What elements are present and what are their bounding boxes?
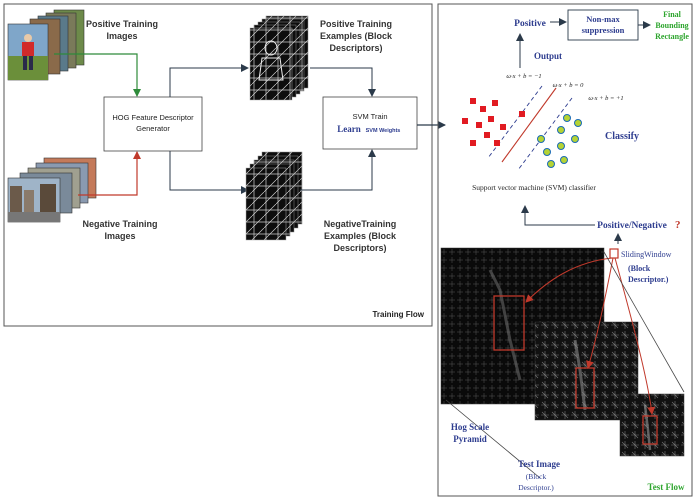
negative-to-hog-arrow	[78, 151, 141, 196]
point-pos-8	[547, 160, 555, 168]
point-pos-3	[557, 126, 565, 134]
negative-examples-label-1: NegativeTraining	[324, 219, 397, 229]
sliding-window-icon	[609, 248, 619, 259]
negative-images-stack	[7, 157, 97, 223]
svm-train-box	[322, 96, 418, 150]
pyramid-small-window	[642, 415, 658, 445]
positive-label: Positive	[514, 19, 546, 29]
nonmax-label-2: suppression	[582, 25, 625, 35]
pyramid-line-left	[445, 399, 541, 479]
sliding-window-label: SlidingWindow	[621, 250, 672, 259]
positive-images-stack	[7, 9, 85, 81]
positive-examples-stack	[249, 15, 309, 101]
positive-class-points	[537, 114, 582, 168]
positive-images-label-1: Positive Training	[86, 19, 158, 29]
point-neg-5	[476, 122, 482, 128]
svm-train-label: SVM Train	[352, 112, 387, 121]
final-label-2: Bounding	[655, 21, 688, 30]
window-arrow-medium	[586, 257, 614, 369]
nonmax-label-1: Non-max	[586, 14, 620, 24]
negative-class-points	[462, 98, 525, 146]
test-image-label: Test Image	[518, 459, 560, 469]
point-pos-1	[563, 114, 571, 122]
point-neg-3	[492, 100, 498, 106]
pyramid-large-window	[493, 295, 525, 351]
point-neg-4	[462, 118, 468, 124]
point-neg-9	[470, 140, 476, 146]
point-neg-6	[488, 116, 494, 122]
point-pos-6	[543, 148, 551, 156]
decision-to-classifier-arrow	[521, 205, 595, 226]
sliding-window-block-2: Descriptor.)	[628, 275, 669, 284]
training-flow-panel	[3, 3, 433, 327]
hog-to-positive-examples-arrow	[169, 64, 249, 97]
negative-images-label-1: Negative Training	[82, 219, 157, 229]
test-image-block-1: (Block	[526, 472, 547, 481]
svm-weights-label: SVM Weights	[366, 128, 401, 134]
hog-generator-label-1: HOG Feature Descriptor	[112, 113, 194, 122]
positive-images-label-2: Images	[106, 31, 137, 41]
svm-learn-label: Learn	[337, 124, 361, 134]
negative-examples-label-3: Descriptors)	[333, 243, 386, 253]
point-pos-9	[537, 135, 545, 143]
point-pos-4	[571, 135, 579, 143]
equation-plus: ω·x + b = +1	[588, 95, 623, 102]
positive-examples-label-3: Descriptors)	[329, 43, 382, 53]
point-pos-5	[557, 142, 565, 150]
pyramid-medium-window	[575, 367, 595, 409]
hog-pyramid-label-2: Pyramid	[453, 434, 487, 444]
classify-label: Classify	[605, 131, 639, 142]
margin-line-plus	[517, 97, 573, 171]
final-label-3: Rectangle	[655, 32, 689, 41]
point-pos-7	[560, 156, 568, 164]
positive-to-hog-arrow	[54, 53, 141, 97]
window-arrow-small	[614, 257, 656, 415]
negative-examples-to-svm-arrow	[300, 149, 376, 191]
point-neg-7	[500, 124, 506, 130]
pyramid-line-right	[603, 251, 685, 393]
question-mark: ?	[675, 219, 681, 231]
test-flow-panel	[437, 3, 693, 497]
point-pos-2	[574, 119, 582, 127]
point-neg-2	[480, 106, 486, 112]
negative-images-label-2: Images	[104, 231, 135, 241]
negative-examples-label-2: Examples (Block	[324, 231, 397, 241]
point-neg-1	[470, 98, 476, 104]
svm-classifier-caption: Support vector machine (SVM) classifier	[472, 183, 596, 192]
hog-pyramid-small	[619, 393, 685, 457]
equation-zero: ω·x + b = 0	[553, 82, 585, 89]
training-flow-label: Training Flow	[372, 310, 424, 319]
sliding-window-block-1: (Block	[628, 264, 651, 273]
margin-line-minus	[487, 85, 543, 159]
positive-examples-label-1: Positive Training	[320, 19, 392, 29]
positive-examples-to-svm-arrow	[310, 67, 376, 97]
hog-pyramid-label-1: Hog Scale	[451, 422, 489, 432]
hog-to-negative-examples-arrow	[169, 151, 249, 194]
negative-examples-stack	[245, 151, 303, 241]
test-image-block-2: Descriptor.)	[518, 483, 554, 492]
positive-examples-label-2: Examples (Block	[320, 31, 393, 41]
nonmax-box	[567, 9, 639, 41]
point-neg-8	[484, 132, 490, 138]
window-arrow-large	[525, 257, 613, 303]
point-neg-10	[494, 140, 500, 146]
hog-generator-label-2: Generator	[136, 124, 170, 133]
final-label-1: Final	[663, 10, 682, 19]
test-flow-label: Test Flow	[648, 482, 685, 492]
output-label: Output	[534, 51, 562, 61]
positive-negative-label: Positive/Negative	[597, 221, 667, 231]
hyperplane-line	[501, 87, 557, 163]
equation-minus: ω·x + b = −1	[506, 73, 541, 80]
point-neg-11	[519, 111, 525, 117]
hog-generator-box	[103, 96, 203, 152]
